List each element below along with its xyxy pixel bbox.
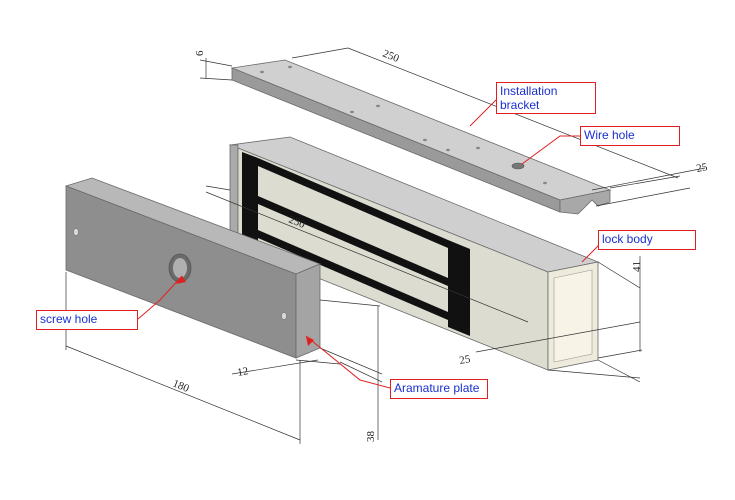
wire-hole bbox=[511, 162, 525, 170]
coil-frame bbox=[242, 152, 470, 336]
dim-plate-length: 180 bbox=[171, 378, 191, 395]
callout-installation-bracket: Installation bracket bbox=[496, 82, 596, 114]
callout-armature-plate: Aramature plate bbox=[390, 379, 488, 399]
plate-hole-right bbox=[281, 312, 287, 320]
dim-plate-height: 38 bbox=[365, 431, 377, 443]
armature-plate bbox=[64, 177, 322, 359]
installation-bracket bbox=[230, 59, 612, 215]
dim-body-width: 25 bbox=[458, 353, 471, 367]
callout-screw-hole: screw hole bbox=[36, 310, 138, 330]
callout-lock-body: lock body bbox=[598, 230, 696, 250]
callout-leaders bbox=[137, 99, 601, 389]
dim-body-length: 250 bbox=[287, 214, 307, 231]
dim-body-height: 41 bbox=[631, 261, 643, 272]
screw-hole-arrow bbox=[176, 276, 186, 284]
bracket-holes bbox=[260, 65, 547, 185]
plate-hole-left bbox=[73, 228, 79, 236]
armature-arrow bbox=[306, 336, 314, 346]
dim-bracket-thickness: 6 bbox=[194, 50, 206, 56]
dim-bracket-length: 250 bbox=[381, 48, 401, 65]
dim-plate-thickness: 12 bbox=[236, 365, 249, 379]
lock-body bbox=[228, 136, 600, 371]
callout-wire-hole: Wire hole bbox=[580, 126, 680, 146]
dim-bracket-width: 25 bbox=[695, 161, 708, 175]
